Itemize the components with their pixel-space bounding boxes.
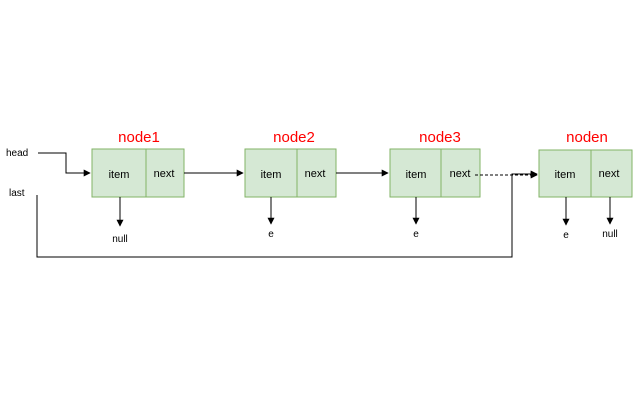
node-1-item-label: item xyxy=(109,169,130,181)
head-label: head xyxy=(6,148,28,159)
node-1-next-label: next xyxy=(154,168,175,180)
node-2-item-label: item xyxy=(261,169,282,181)
node-n-next-label: next xyxy=(599,168,620,180)
node-2-box xyxy=(244,148,337,198)
node-3-box xyxy=(389,148,481,198)
node-1-box xyxy=(91,148,185,198)
node-n-item-label: item xyxy=(555,169,576,181)
node-n: noden item next e null xyxy=(538,129,633,241)
node-1-title: node1 xyxy=(118,129,160,146)
node-n-item-value: e xyxy=(563,230,569,241)
node-n-title: noden xyxy=(566,129,608,146)
node-2-next-label: next xyxy=(305,168,326,180)
last-pointer-arrow xyxy=(36,170,538,258)
node-3-item-label: item xyxy=(406,169,427,181)
node-1-item-value: null xyxy=(112,234,128,245)
last-label: last xyxy=(9,188,25,199)
node-2-title: node2 xyxy=(273,129,315,146)
node-3: node3 item next e xyxy=(389,129,481,240)
node-3-title: node3 xyxy=(419,129,461,146)
head-pointer-arrow xyxy=(38,152,91,177)
node-n-next-value: null xyxy=(602,229,618,240)
node-1: node1 item next null xyxy=(91,129,185,245)
node-3-next-label: next xyxy=(450,168,471,180)
node-n-box xyxy=(538,149,633,198)
node-2: node2 item next e xyxy=(244,129,337,240)
node-3-item-value: e xyxy=(413,229,419,240)
node-2-item-value: e xyxy=(268,229,274,240)
